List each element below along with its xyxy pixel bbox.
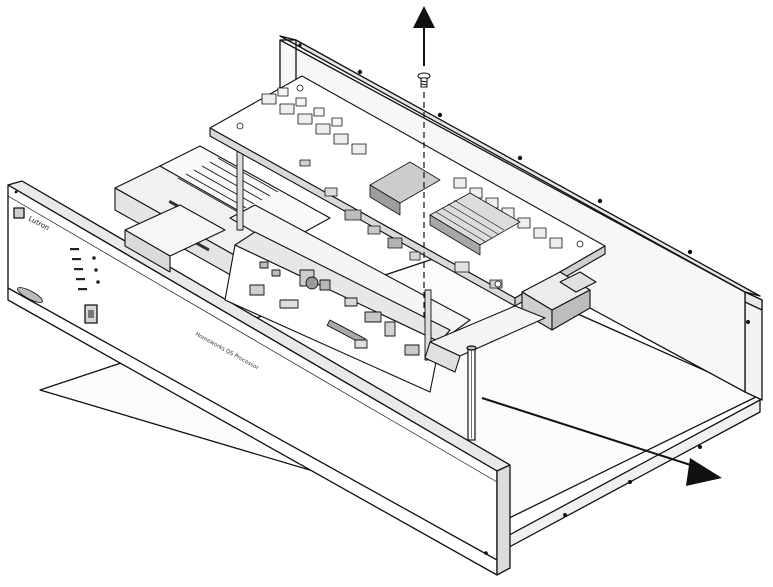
main-circuit-board (209, 75, 606, 307)
status-led-column (70, 248, 100, 291)
slide-out-arrow (481, 397, 722, 486)
brand-swoosh (17, 287, 43, 303)
slide-out-arrow-shaft (481, 397, 701, 469)
slide-out-arrow-head (686, 458, 722, 486)
riser-board-components (249, 261, 420, 356)
back-wall-holes (298, 43, 693, 255)
removal-screw-group (413, 6, 435, 318)
up-arrow-head (413, 6, 435, 28)
front-panel: Lutron Homeworks QS Processor (7, 180, 511, 576)
lower-board-plate (424, 305, 546, 373)
floor-edge-holes (563, 320, 750, 517)
screw-icon (417, 72, 431, 88)
riser-circuit-board (224, 149, 471, 393)
front-panel-endcap (496, 464, 511, 576)
connector-strips (369, 161, 521, 256)
logo-badge (13, 207, 25, 219)
main-board-holes (236, 84, 584, 288)
relay-array (261, 87, 563, 249)
chassis-back-wall-lip (279, 35, 761, 297)
long-standoff (466, 345, 477, 441)
terminal-connector (521, 271, 597, 331)
